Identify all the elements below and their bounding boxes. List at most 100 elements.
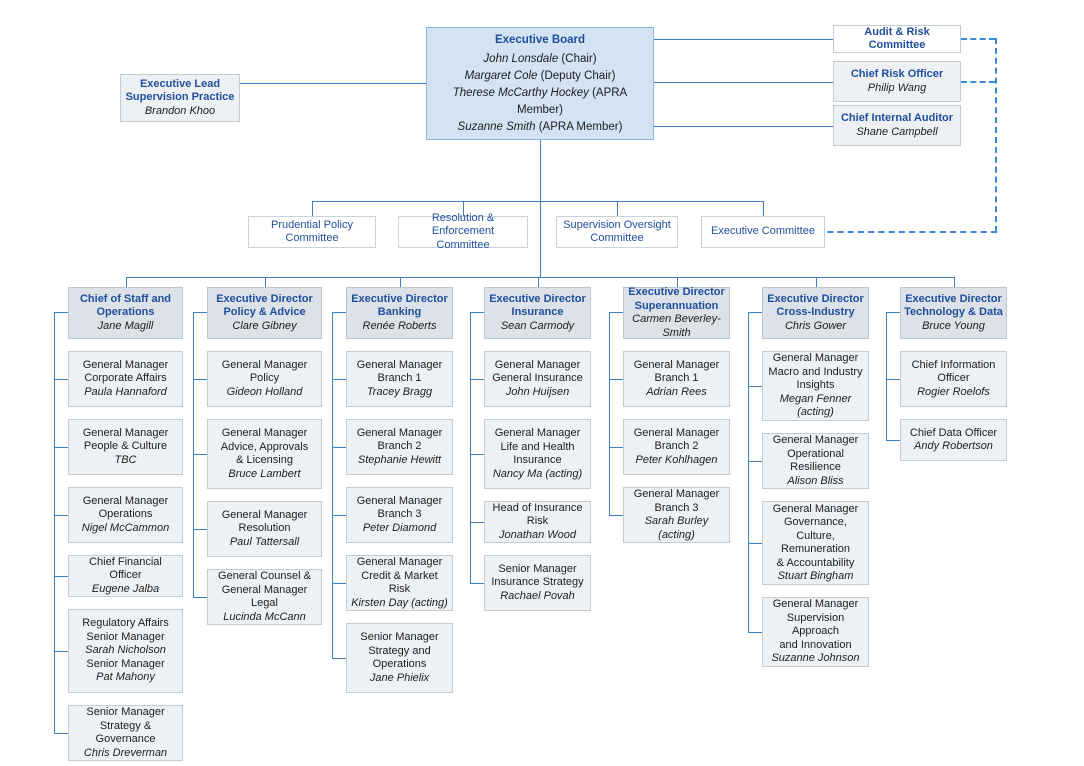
- item-line: Chief Information: [911, 358, 996, 371]
- item-line: Strategy & Governance: [95, 719, 156, 746]
- item-line: General Manager: [221, 358, 308, 371]
- connector-board-spine: [540, 201, 541, 277]
- column-head-title: Executive Director: [216, 292, 313, 305]
- connector-stub: [193, 529, 207, 530]
- connector-stub: [748, 543, 762, 544]
- item-line: Operational Resilience: [787, 447, 844, 474]
- column-head-title: Chief of Staff and: [79, 292, 172, 305]
- item-line: General Manager: [356, 358, 443, 371]
- item-person: Suzanne Johnson: [771, 652, 860, 665]
- item-line: General Manager: [221, 427, 308, 439]
- connector-stub: [470, 454, 484, 455]
- item-person: Tracey Bragg: [366, 385, 433, 398]
- item-person: Jane Phielix: [369, 671, 430, 684]
- committee-line2: Committee: [436, 238, 490, 251]
- item-person: Pat Mahony: [96, 671, 155, 684]
- item-line: Life and Health: [500, 440, 575, 453]
- item-line: Strategy and: [368, 644, 431, 657]
- item-line: General Manager: [82, 494, 169, 507]
- dashed-exec-committee: [817, 231, 997, 233]
- column-rail-3: [470, 312, 471, 583]
- item-line: General Manager: [82, 426, 169, 439]
- item-line: Corporate Affairs: [84, 372, 167, 385]
- connector-column-4: [676, 277, 678, 287]
- item-person: Sarah Nicholson: [85, 644, 166, 657]
- item-person: Chris Dreverman: [83, 746, 168, 759]
- item-person: Peter Diamond: [362, 521, 437, 534]
- item-line: Policy: [249, 372, 280, 385]
- connector-stub: [332, 658, 346, 659]
- connector-committee-3: [763, 201, 764, 216]
- item-person: Sarah Burley (acting): [644, 515, 709, 541]
- item-person: Lucinda McCann: [223, 610, 306, 623]
- connector-column-6: [953, 277, 955, 287]
- connector-stub: [748, 386, 762, 387]
- connector-stub: [54, 515, 68, 516]
- committee-line1: Supervision Oversight: [563, 218, 671, 231]
- item-line: General Insurance: [492, 372, 583, 385]
- item-line: General Manager: [494, 427, 581, 439]
- connector-head-stub: [886, 312, 900, 313]
- item-line: Officer: [937, 372, 970, 385]
- item-line: Branch 3: [377, 508, 422, 521]
- item-line: General Manager: [494, 358, 581, 371]
- connector-stub: [470, 583, 484, 584]
- item-person: Kirsten Day (acting): [351, 596, 448, 609]
- item-line: General Counsel &: [218, 570, 311, 582]
- connector-stub: [609, 447, 623, 448]
- item-line: Supervision Approach: [786, 611, 845, 638]
- committee-line1: Resolution & Enforcement: [431, 211, 495, 238]
- connector-stub: [332, 447, 346, 448]
- committee-line2: Committee: [285, 232, 339, 244]
- connector-stub: [193, 379, 207, 380]
- item-line: & Licensing: [236, 454, 293, 466]
- connector-head-stub: [193, 312, 207, 313]
- committee-line1: Prudential Policy: [271, 218, 353, 231]
- item-line: Operations: [98, 508, 153, 521]
- item-person: Megan Fenner (acting): [779, 392, 852, 419]
- item-line: General Manager: [772, 434, 859, 446]
- item-person: Gideon Holland: [226, 385, 303, 398]
- column-head-person: Bruce Young: [922, 319, 985, 332]
- connector-committee-0: [312, 201, 313, 216]
- item-line: General Manager: [356, 426, 443, 439]
- item-line: Regulatory Affairs: [82, 617, 169, 630]
- connector-column-1: [264, 277, 266, 287]
- item-person: Rachael Povah: [500, 589, 575, 602]
- item-line: Insights: [796, 379, 835, 392]
- governance-box-person: Philip Wang: [867, 81, 927, 94]
- item-person: John Huijsen: [505, 385, 570, 398]
- board-member: Therese McCarthy Hockey (APRA Member): [452, 86, 628, 116]
- governance-box-title: Chief Internal Auditor: [840, 112, 954, 124]
- item-line: General Manager: [633, 358, 720, 371]
- governance-box-person: Shane Campbell: [856, 125, 938, 138]
- connector-stub: [748, 632, 762, 633]
- column-head-title: Executive Director: [905, 292, 1002, 305]
- connector-column-2: [399, 277, 401, 287]
- connector-head-stub: [54, 312, 68, 313]
- governance-box-title: Audit & Risk Committee: [864, 25, 930, 52]
- connector-column-3: [537, 277, 539, 287]
- item-person: Paul Tattersall: [229, 535, 300, 548]
- item-line: Chief Data Officer: [909, 426, 998, 439]
- item-line: Operations: [372, 658, 427, 670]
